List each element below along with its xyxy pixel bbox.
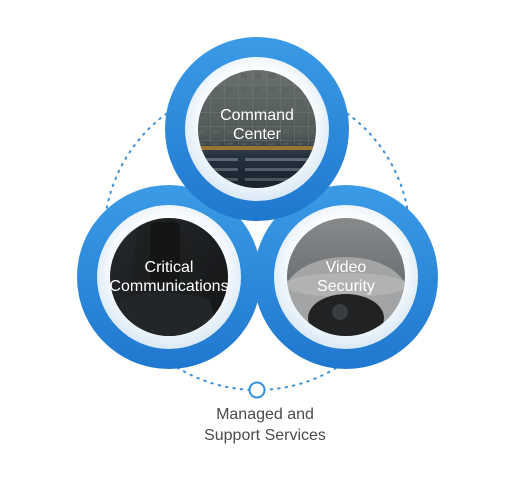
critical-label-line1: Critical <box>145 259 194 276</box>
services-node-marker <box>248 381 266 399</box>
video-label-line2: Security <box>317 278 375 295</box>
video-label-line1: Video <box>326 259 367 276</box>
node-command-center: Command Center <box>165 37 349 221</box>
gloved-hand-radio-image <box>110 218 228 336</box>
command-label-line2: Center <box>233 126 282 143</box>
caption-line2: Support Services <box>204 427 326 444</box>
node-video-security: Video Security <box>254 185 438 369</box>
managed-support-caption: Managed and Support Services <box>115 404 415 446</box>
dome-security-camera-image <box>287 218 405 336</box>
command-label-line1: Command <box>220 107 294 124</box>
caption-line1: Managed and <box>216 406 314 423</box>
critical-label-line2: Communications <box>109 278 228 295</box>
node-critical-communications: Critical Communications <box>77 185 261 369</box>
